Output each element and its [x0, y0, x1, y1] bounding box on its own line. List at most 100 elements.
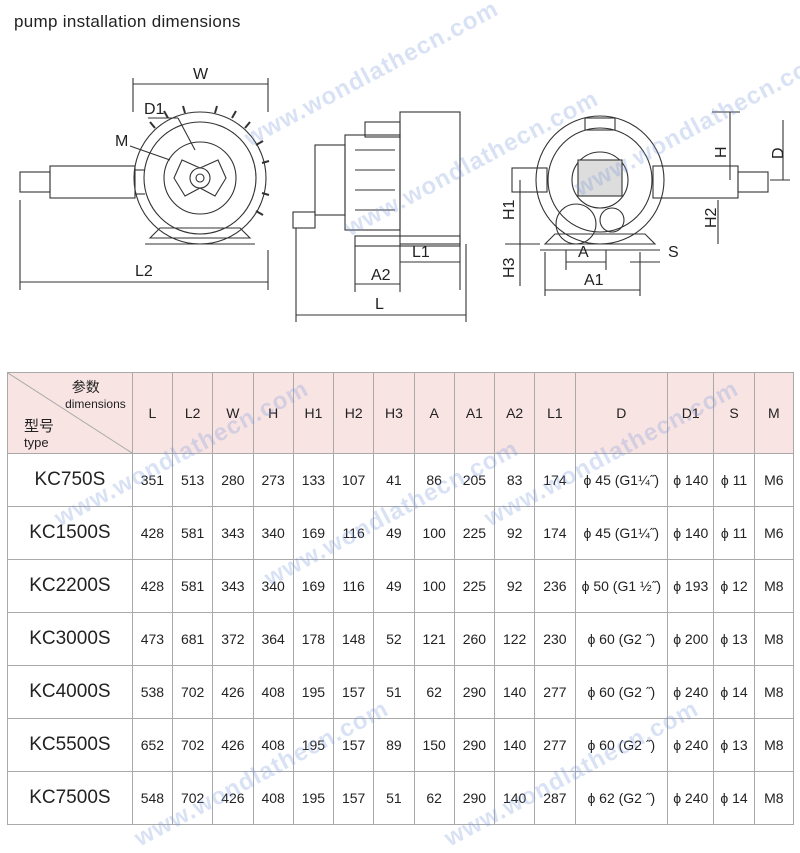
table-cell: 49: [373, 559, 415, 613]
model-label: 型号: [24, 418, 55, 435]
table-cell: ϕ 45 (G1¼˝): [574, 506, 669, 560]
corner-header-cell: 参数 dimensions 型号 type: [7, 372, 133, 454]
table-cell: ϕ 11: [713, 506, 755, 560]
table-cell: ϕ 240: [667, 771, 715, 825]
model-type-cell: KC2200S: [7, 559, 133, 613]
table-header-row: 参数 dimensions 型号 type L L2 W H H1 H2 H3 …: [7, 372, 795, 454]
dim-label-l2: L2: [135, 263, 153, 280]
table-cell: ϕ 50 (G1 ½˝): [574, 559, 669, 613]
table-cell: ϕ 60 (G2 ˝): [574, 612, 669, 666]
table-cell: 277: [534, 718, 576, 772]
table-cell: 86: [413, 453, 455, 507]
table-cell: M8: [753, 718, 795, 772]
table-cell: 62: [413, 771, 455, 825]
table-cell: 62: [413, 665, 455, 719]
front-view-drawing: [292, 111, 467, 322]
column-header: H: [252, 372, 294, 454]
table-cell: ϕ 11: [713, 453, 755, 507]
table-cell: 426: [212, 665, 254, 719]
column-header: A: [413, 372, 455, 454]
table-cell: M6: [753, 453, 795, 507]
table-cell: 121: [413, 612, 455, 666]
table-cell: 89: [373, 718, 415, 772]
column-header: L1: [534, 372, 576, 454]
column-header: A1: [453, 372, 496, 454]
table-cell: 372: [212, 612, 254, 666]
dim-label-h: H: [713, 146, 730, 158]
table-cell: 174: [534, 506, 576, 560]
table-cell: ϕ 14: [713, 771, 755, 825]
table-cell: 290: [453, 665, 496, 719]
table-cell: 225: [453, 559, 496, 613]
table-cell: 538: [131, 665, 174, 719]
table-cell: 92: [494, 559, 536, 613]
table-cell: 205: [453, 453, 496, 507]
model-type-cell: KC7500S: [7, 771, 133, 825]
table-cell: ϕ 62 (G2 ˝): [574, 771, 669, 825]
table-cell: 169: [292, 506, 335, 560]
table-cell: ϕ 193: [667, 559, 715, 613]
model-type-cell: KC1500S: [7, 506, 133, 560]
dim-label-d1: D1: [144, 101, 165, 118]
table-cell: 116: [333, 559, 375, 613]
table-cell: ϕ 140: [667, 453, 715, 507]
table-cell: 157: [333, 771, 375, 825]
table-cell: 195: [292, 771, 335, 825]
table-cell: 150: [413, 718, 455, 772]
table-cell: 351: [131, 453, 174, 507]
model-type-cell: KC5500S: [7, 718, 133, 772]
table-cell: 157: [333, 665, 375, 719]
dim-label-l: L: [375, 296, 384, 313]
page-title: pump installation dimensions: [14, 12, 241, 31]
installation-drawings: W D1 M L2 L1 A2 L: [19, 66, 790, 322]
type-label: type: [24, 435, 49, 450]
table-cell: 122: [494, 612, 536, 666]
model-type-cell: KC3000S: [7, 612, 133, 666]
table-cell: 195: [292, 665, 335, 719]
dim-label-a: A: [578, 244, 589, 261]
table-cell: 702: [172, 665, 214, 719]
column-header: W: [212, 372, 254, 454]
table-cell: 100: [413, 559, 455, 613]
table-cell: 473: [131, 612, 174, 666]
table-cell: 195: [292, 718, 335, 772]
column-header: M: [753, 372, 795, 454]
table-cell: 340: [252, 506, 294, 560]
dim-label-w: W: [193, 66, 209, 83]
table-cell: ϕ 140: [667, 506, 715, 560]
table-cell: 364: [252, 612, 294, 666]
table-cell: 236: [534, 559, 576, 613]
table-cell: 277: [534, 665, 576, 719]
model-type-cell: KC4000S: [7, 665, 133, 719]
table-cell: 107: [333, 453, 375, 507]
table-cell: 408: [252, 665, 294, 719]
table-cell: 178: [292, 612, 335, 666]
column-header: D: [574, 372, 669, 454]
dim-label-m: M: [115, 133, 128, 150]
params-label: 参数: [71, 379, 100, 395]
table-cell: 681: [172, 612, 214, 666]
table-cell: 230: [534, 612, 576, 666]
table-cell: 273: [252, 453, 294, 507]
table-cell: M8: [753, 559, 795, 613]
column-header: H2: [333, 372, 375, 454]
dim-label-d: D: [770, 147, 787, 159]
table-cell: M8: [753, 612, 795, 666]
table-cell: ϕ 200: [667, 612, 715, 666]
table-cell: M8: [753, 665, 795, 719]
table-cell: 133: [292, 453, 335, 507]
table-cell: 652: [131, 718, 174, 772]
side-view-drawing: [19, 78, 270, 290]
table-cell: 280: [212, 453, 254, 507]
table-cell: 548: [131, 771, 174, 825]
table-cell: 581: [172, 559, 214, 613]
table-cell: 148: [333, 612, 375, 666]
table-cell: 140: [494, 718, 536, 772]
table-cell: 343: [212, 559, 254, 613]
table-cell: M6: [753, 506, 795, 560]
